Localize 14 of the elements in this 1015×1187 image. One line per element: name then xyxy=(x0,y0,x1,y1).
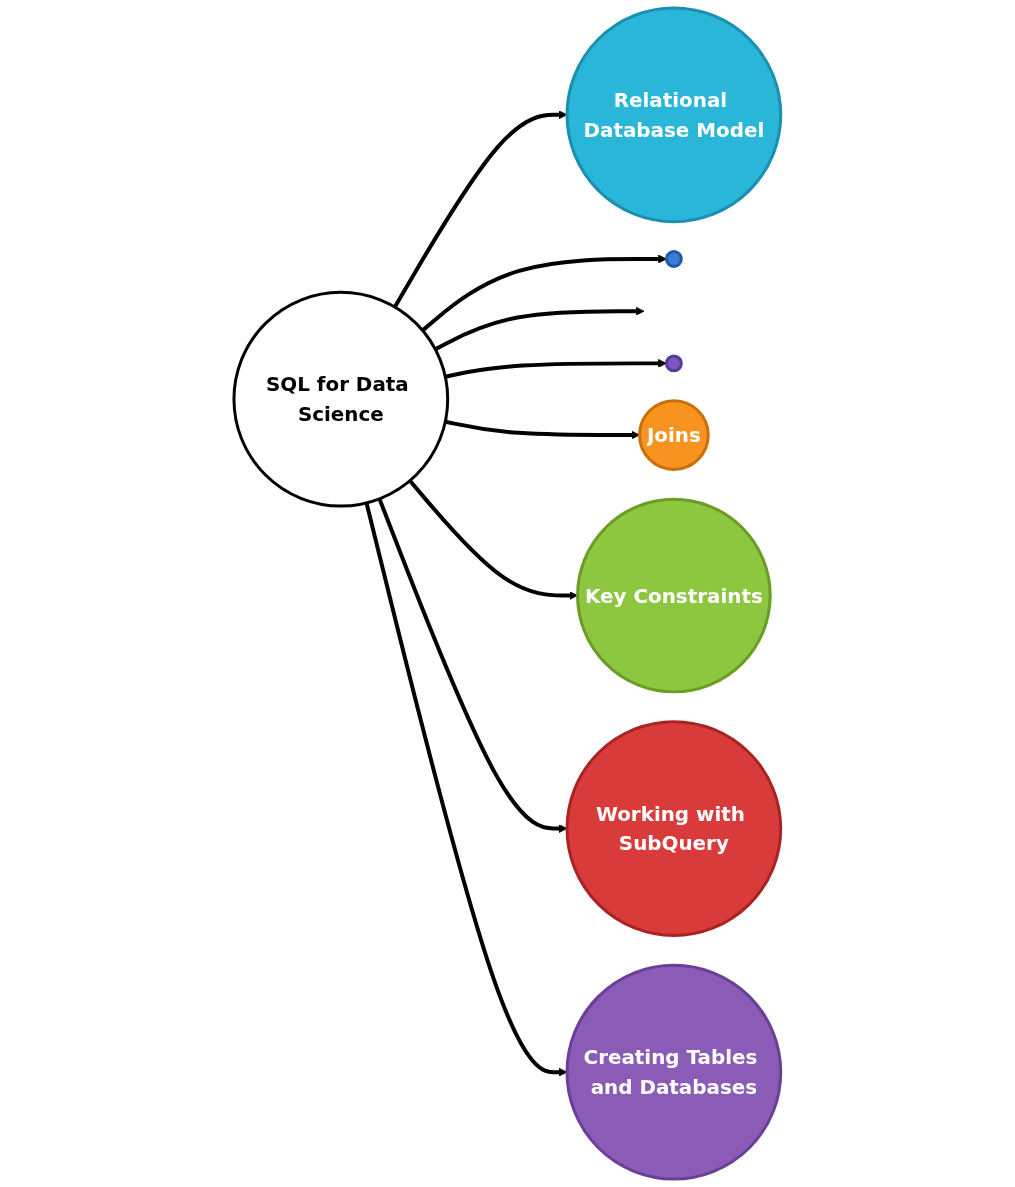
arrow xyxy=(377,498,568,833)
node-circle xyxy=(665,250,683,268)
node-circle xyxy=(665,354,683,373)
arrow xyxy=(445,359,667,379)
node-circle: SQL for Data Science xyxy=(232,290,450,508)
arrow xyxy=(445,419,640,440)
arrow xyxy=(434,306,645,352)
node-circle: Relational Database Model xyxy=(565,6,783,224)
arrow xyxy=(393,110,568,308)
node-circle: Creating Tables and Databases xyxy=(565,963,783,1181)
node-circle: Working with SubQuery xyxy=(565,720,783,937)
arrow xyxy=(421,254,667,332)
node-circle: Key Constraints xyxy=(576,497,772,694)
arrow xyxy=(364,502,568,1077)
